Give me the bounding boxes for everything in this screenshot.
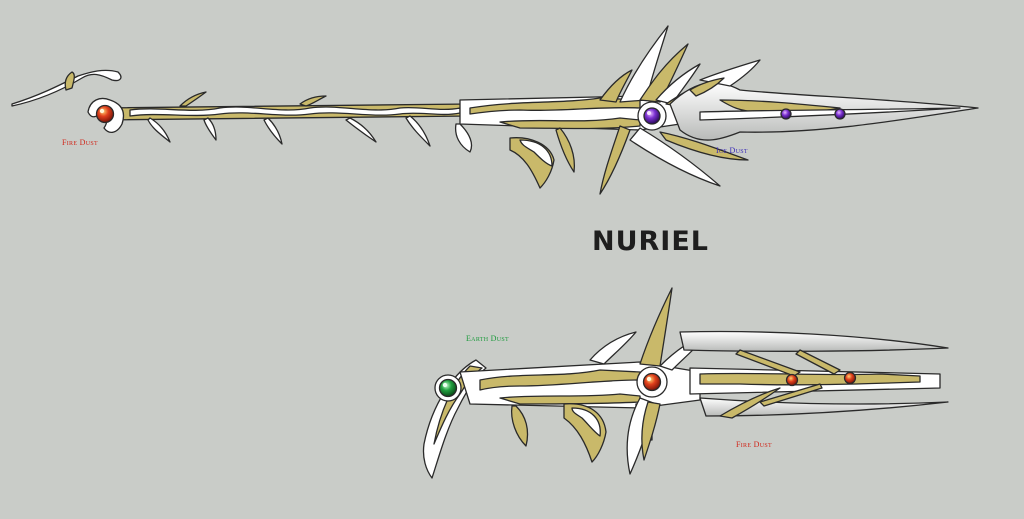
- gun-earth-dust-label: Earth Dust: [466, 334, 509, 343]
- spear-thorn: [147, 117, 171, 143]
- gun-receiver-gold: [479, 369, 641, 391]
- gun-lower-blade-gold: [641, 401, 661, 461]
- fire-gem: [785, 373, 799, 387]
- gun-crest: [639, 287, 673, 367]
- spear-fin: [555, 127, 576, 173]
- spear-grip: [454, 123, 473, 153]
- spear-crest: [599, 69, 633, 103]
- gun-strut: [759, 383, 823, 407]
- page-title: NURIEL: [592, 226, 710, 257]
- spear-lower-blade: [599, 125, 631, 195]
- spear-hook-prong: [64, 71, 75, 91]
- fire-gem: [95, 104, 115, 124]
- spear-thorn: [405, 115, 431, 147]
- spear-ice-dust-label: Ice Dust: [716, 146, 748, 155]
- spear-lower-gold: [659, 131, 749, 161]
- spear-thorn: [203, 117, 217, 141]
- gun-grip: [510, 405, 529, 447]
- spear-lower-blade: [629, 127, 721, 187]
- spear-thorn: [179, 91, 207, 107]
- spear-thorn: [345, 117, 377, 143]
- fire-gem: [843, 371, 857, 385]
- ice-gem: [643, 107, 661, 125]
- spear-thorn: [299, 95, 327, 107]
- gun-strut: [795, 349, 841, 375]
- spear-trigger-guard: [519, 139, 553, 167]
- ice-gem: [780, 108, 792, 120]
- spear-fire-dust-label: Fire Dust: [62, 138, 98, 147]
- fire-gem: [642, 372, 662, 392]
- spear-hook: [11, 69, 122, 107]
- gun-crest: [589, 331, 637, 365]
- earth-gem: [438, 378, 458, 398]
- gun-barrel-gold: [699, 372, 921, 386]
- spear-receiver-gold: [469, 97, 641, 115]
- spear-thorn: [263, 117, 283, 145]
- gun-trigger-guard: [571, 407, 601, 437]
- gun-upper-blade: [679, 330, 949, 352]
- gun-strut: [719, 387, 781, 419]
- spear-blade-spine: [699, 107, 961, 121]
- spear-weapon: [11, 25, 979, 195]
- spear-blade-rake: [689, 77, 725, 97]
- gun-fire-dust-label: Fire Dust: [736, 440, 772, 449]
- gunblade-weapon: [422, 287, 949, 479]
- ice-gem: [834, 108, 846, 120]
